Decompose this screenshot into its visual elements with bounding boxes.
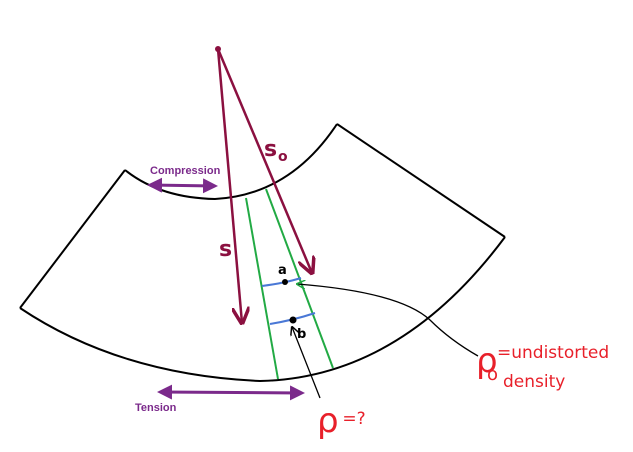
compression-arrow	[147, 177, 218, 194]
beam-outer-edge	[19, 236, 506, 383]
rho-pointer	[292, 327, 321, 399]
compression-label: Compression	[150, 165, 221, 177]
cross-section-a	[261, 277, 302, 287]
beam-left-end	[19, 169, 126, 309]
rho0-description-line2: density	[503, 372, 565, 392]
rho0-pointer	[297, 284, 479, 357]
rho0-subscript: o	[487, 364, 498, 385]
tension-arrow	[157, 384, 305, 401]
point-b-label: b	[297, 327, 306, 342]
rho-value: =?	[337, 409, 366, 429]
rho0-symbol: ρ	[476, 341, 498, 381]
tension-label: Tension	[135, 402, 177, 414]
beam-outline	[19, 123, 506, 383]
point-b	[289, 316, 297, 324]
element-left-side	[245, 197, 279, 380]
rho-symbol: ρ	[317, 401, 339, 441]
s-label: s	[219, 237, 232, 262]
vector-s0	[216, 48, 312, 273]
point-a-label: a	[278, 263, 287, 278]
s0-subscript: o	[278, 149, 288, 165]
beam-right-end	[336, 123, 506, 238]
radius-vectors	[216, 48, 312, 323]
vector-s	[216, 48, 242, 323]
s0-label: s	[264, 137, 277, 162]
point-a	[282, 279, 288, 285]
origin-point	[215, 46, 221, 52]
rho0-description: =undistorted	[497, 343, 609, 363]
